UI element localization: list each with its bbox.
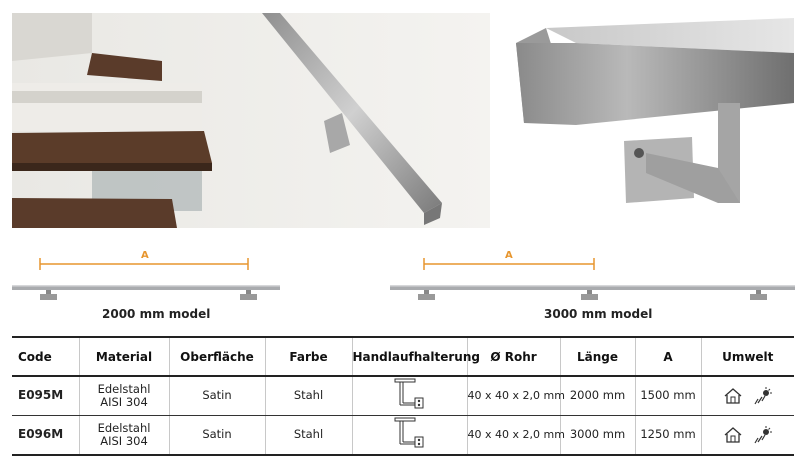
cell-bracket — [351, 415, 467, 456]
cell-color: Stahl — [264, 376, 352, 416]
product-table: Code Material Oberfläche Farbe Handlaufh… — [12, 336, 794, 456]
cell-length: 3000 mm — [559, 415, 635, 456]
header-bracket: Handlaufhalterung — [351, 336, 480, 377]
material-line1: Edelstahl — [97, 420, 151, 435]
bracket-drawing-icon — [394, 417, 423, 448]
indoor-house-icon — [724, 427, 742, 443]
model-2000-label: 2000 mm model — [102, 307, 211, 321]
header-length: Länge — [559, 336, 635, 377]
material-line2: AISI 304 — [100, 395, 148, 409]
diagram-3000-model — [390, 248, 796, 308]
outdoor-weather-icon — [754, 426, 772, 444]
dimension-label-a: A — [141, 250, 149, 261]
header-material: Material — [78, 336, 169, 377]
table-header-row: Code Material Oberfläche Farbe Handlaufh… — [12, 336, 794, 377]
cell-length: 2000 mm — [559, 376, 635, 416]
header-surface: Oberfläche — [168, 336, 265, 377]
cell-a: 1250 mm — [634, 415, 701, 456]
cell-environment — [700, 415, 794, 456]
cell-color: Stahl — [264, 415, 352, 456]
cell-code: E096M — [12, 415, 79, 456]
staircase-photo — [12, 13, 490, 228]
cell-surface: Satin — [168, 415, 265, 456]
indoor-house-icon — [724, 388, 742, 404]
material-line1: Edelstahl — [97, 381, 151, 396]
cell-code: E095M — [12, 376, 79, 416]
dimension-label-a: A — [505, 250, 513, 261]
header-tube: Ø Rohr — [466, 336, 560, 377]
cell-tube: 40 x 40 x 2,0 mm — [466, 376, 565, 416]
cell-bracket — [351, 376, 467, 416]
cell-a: 1500 mm — [634, 376, 701, 416]
bracket-drawing-icon — [394, 378, 423, 409]
header-a: A — [634, 336, 701, 377]
header-code: Code — [12, 336, 79, 377]
material-line2: AISI 304 — [100, 434, 148, 448]
model-3000-label: 3000 mm model — [544, 307, 653, 321]
cell-tube: 40 x 40 x 2,0 mm — [466, 415, 565, 456]
diagram-2000-model — [12, 248, 282, 308]
outdoor-weather-icon — [754, 387, 772, 405]
cell-surface: Satin — [168, 376, 265, 416]
cell-environment — [700, 376, 794, 416]
header-color: Farbe — [264, 336, 352, 377]
header-environment: Umwelt — [700, 336, 794, 377]
bracket-photo — [506, 13, 794, 228]
